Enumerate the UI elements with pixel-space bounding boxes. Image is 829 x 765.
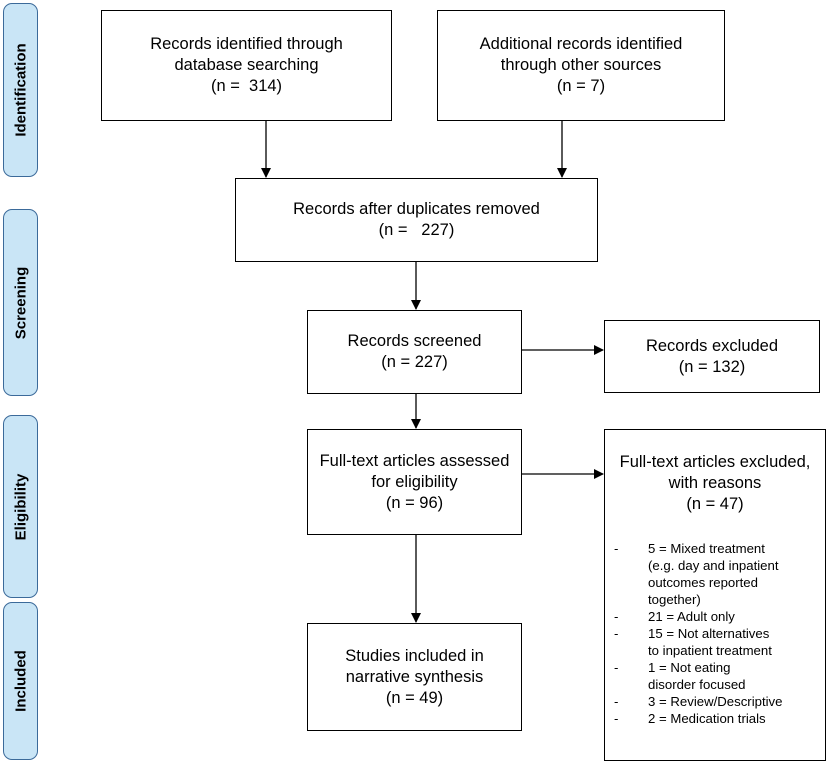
box-records-excluded: Records excluded (n = 132): [604, 320, 820, 393]
box-line: for eligibility: [371, 472, 458, 491]
phase-identification: Identification: [3, 3, 38, 177]
reason-text: disorder focused: [648, 677, 746, 692]
reason-bullet: -: [614, 660, 619, 675]
reason-text: to inpatient treatment: [648, 643, 772, 658]
box-count: (n = 227): [378, 221, 455, 239]
reason-text: 15 = Not alternatives: [648, 626, 770, 641]
phase-screening: Screening: [3, 209, 38, 396]
reason-bullet: -: [614, 626, 619, 641]
reason-bullet: -: [614, 609, 619, 624]
reason-text: outcomes reported: [648, 575, 758, 590]
reason-text: 21 = Adult only: [648, 609, 735, 624]
box-line: Full-text articles excluded,: [619, 453, 811, 471]
reason-text: 5 = Mixed treatment: [648, 541, 765, 556]
box-line: Full-text articles assessed: [319, 451, 510, 470]
reason-item: - 15 = Not alternatives to inpatient tre…: [614, 625, 820, 659]
reason-item: - 21 = Adult only: [614, 608, 820, 625]
box-fulltext-assessed: Full-text articles assessed for eligibil…: [307, 429, 522, 535]
box-line: narrative synthesis: [345, 667, 484, 686]
reason-text: 3 = Review/Descriptive: [648, 694, 783, 709]
reason-text: 2 = Medication trials: [648, 711, 766, 726]
box-count: (n = 49): [385, 688, 444, 707]
box-line: with reasons: [668, 474, 762, 492]
box-database-records: Records identified through database sear…: [101, 10, 392, 121]
exclusion-reasons-list: - 5 = Mixed treatment (e.g. day and inpa…: [614, 540, 820, 727]
reason-item: - 3 = Review/Descriptive: [614, 693, 820, 710]
box-studies-included: Studies included in narrative synthesis …: [307, 623, 522, 731]
box-after-duplicates: Records after duplicates removed (n = 22…: [235, 178, 598, 262]
reason-bullet: -: [614, 694, 619, 709]
reason-text: 1 = Not eating: [648, 660, 731, 675]
phase-included: Included: [3, 602, 38, 760]
box-fulltext-excluded: Full-text articles excluded, with reason…: [604, 429, 826, 761]
box-count: (n = 47): [686, 495, 744, 513]
box-line: database searching: [174, 56, 319, 74]
reason-bullet: -: [614, 541, 619, 556]
reason-bullet: -: [614, 711, 619, 726]
reason-item: - 2 = Medication trials: [614, 710, 820, 727]
box-line: Records after duplicates removed: [293, 200, 540, 218]
reason-text: (e.g. day and inpatient: [648, 558, 779, 573]
reason-item: - 1 = Not eating disorder focused: [614, 659, 820, 693]
phase-eligibility: Eligibility: [3, 415, 38, 598]
box-line: Studies included in: [345, 646, 484, 665]
box-line: Records screened: [347, 332, 482, 350]
box-records-screened: Records screened (n = 227): [307, 310, 522, 394]
box-line: Records excluded: [645, 336, 779, 355]
box-count: (n = 96): [385, 493, 444, 512]
box-count: (n = 314): [210, 77, 283, 95]
box-line: Additional records identified: [479, 35, 683, 53]
box-line: Records identified through: [150, 35, 343, 53]
reason-text: together): [648, 592, 701, 607]
box-count: (n = 7): [556, 77, 606, 95]
box-line: through other sources: [500, 56, 662, 74]
box-count: (n = 227): [381, 353, 448, 371]
box-count: (n = 132): [678, 357, 746, 376]
box-other-sources: Additional records identified through ot…: [437, 10, 725, 121]
reason-item: - 5 = Mixed treatment (e.g. day and inpa…: [614, 540, 820, 608]
